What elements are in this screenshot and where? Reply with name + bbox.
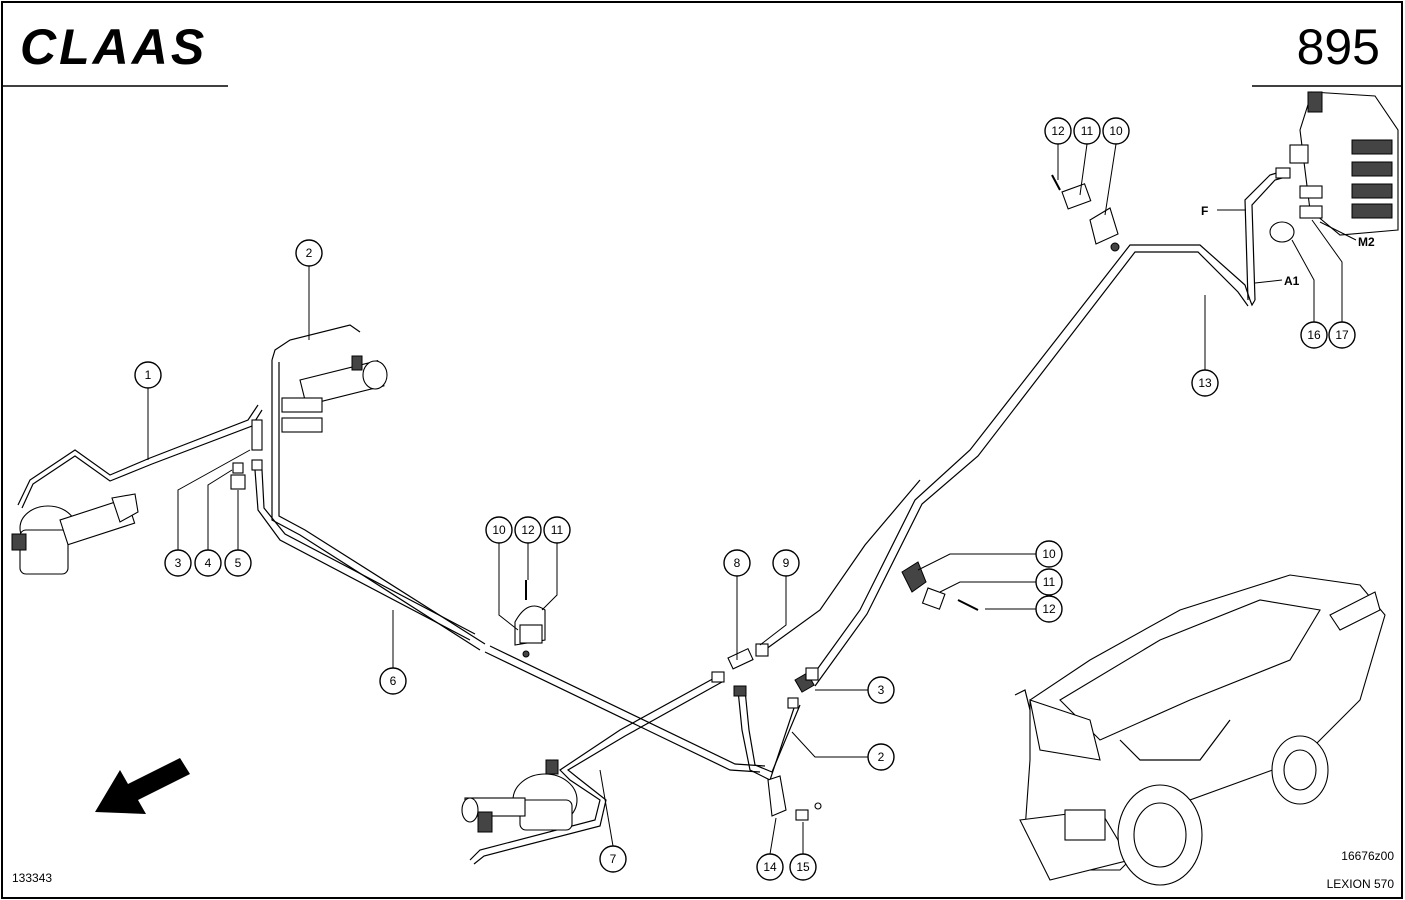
svg-text:11: 11 [1043, 575, 1056, 589]
pipe-clamp-upper-right [1051, 174, 1120, 252]
svg-text:7: 7 [610, 852, 617, 866]
callout-3-right: 3 [867, 676, 895, 704]
pipe-clamp-right [901, 561, 979, 611]
svg-text:11: 11 [1081, 124, 1094, 138]
callout-5: 5 [224, 549, 252, 577]
union-fitting [787, 667, 819, 709]
hydraulic-lines [17, 171, 1283, 865]
svg-text:5: 5 [235, 556, 242, 570]
callout-1: 1 [134, 361, 162, 389]
lower-hydraulic-cylinder [461, 759, 578, 833]
svg-text:1: 1 [145, 368, 152, 382]
callout-9: 9 [772, 549, 800, 577]
callout-13: 13 [1191, 369, 1219, 397]
drawing-id: 133343 [12, 871, 52, 885]
callout-10-right: 10 [1035, 540, 1063, 568]
port-label-f: F [1201, 204, 1208, 218]
svg-text:10: 10 [1109, 124, 1123, 138]
svg-text:17: 17 [1335, 328, 1349, 342]
upper-hydraulic-cylinder [281, 355, 388, 433]
svg-text:11: 11 [551, 523, 564, 537]
callout-3-left: 3 [164, 549, 192, 577]
pipe-clamp-lower [767, 775, 822, 821]
pipe-clamp-center [514, 580, 546, 658]
callout-2-upper: 2 [295, 239, 323, 267]
port-label-a1: A1 [1284, 274, 1300, 288]
svg-text:8: 8 [734, 556, 741, 570]
svg-text:2: 2 [878, 750, 885, 764]
callout-7: 7 [599, 845, 627, 873]
callout-4: 4 [194, 549, 222, 577]
callout-11-top: 11 [1073, 117, 1101, 145]
model-name: LEXION 570 [1327, 877, 1395, 891]
svg-text:9: 9 [783, 556, 790, 570]
callout-11-center: 11 [543, 516, 571, 544]
svg-text:12: 12 [1042, 602, 1056, 616]
brand-logo: CLAAS [20, 19, 207, 75]
callout-10-center: 10 [485, 516, 513, 544]
svg-text:13: 13 [1198, 376, 1212, 390]
svg-text:12: 12 [521, 523, 535, 537]
callout-12-top: 12 [1044, 117, 1072, 145]
callout-15: 15 [789, 853, 817, 881]
page-number: 895 [1297, 19, 1380, 75]
tee-fitting [711, 643, 769, 697]
callout-10-top: 10 [1102, 117, 1130, 145]
callout-6: 6 [379, 667, 407, 695]
callout-12-center: 12 [514, 516, 542, 544]
svg-text:6: 6 [390, 674, 397, 688]
callout-17: 17 [1328, 321, 1356, 349]
callout-8: 8 [723, 549, 751, 577]
svg-text:15: 15 [796, 860, 810, 874]
callout-11-right: 11 [1035, 568, 1063, 596]
combine-harvester-illustration [1014, 574, 1386, 886]
port-label-m2: M2 [1358, 235, 1375, 249]
svg-text:2: 2 [306, 246, 313, 260]
svg-text:3: 3 [175, 556, 182, 570]
small-fittings [230, 419, 263, 490]
callout-14: 14 [756, 853, 784, 881]
svg-text:16: 16 [1307, 328, 1321, 342]
callout-2-lower: 2 [867, 743, 895, 771]
leader-lines [147, 143, 1357, 855]
control-valve-block [1269, 91, 1399, 243]
svg-text:3: 3 [878, 683, 885, 697]
left-hydraulic-cylinder [11, 493, 139, 575]
svg-text:14: 14 [763, 860, 777, 874]
callout-12-right: 12 [1035, 595, 1063, 623]
svg-text:10: 10 [1042, 547, 1056, 561]
callout-16: 16 [1300, 321, 1328, 349]
svg-text:4: 4 [205, 556, 212, 570]
travel-direction-arrow-icon [95, 758, 190, 814]
figure-code: 16676z00 [1341, 849, 1394, 863]
svg-text:12: 12 [1051, 124, 1065, 138]
svg-text:10: 10 [492, 523, 506, 537]
